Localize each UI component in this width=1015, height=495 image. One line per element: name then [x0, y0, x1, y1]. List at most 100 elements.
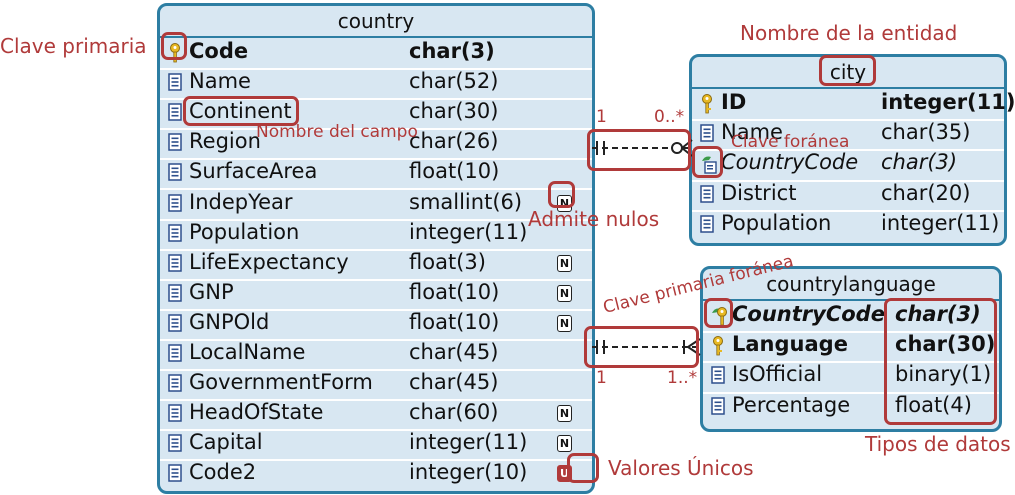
field-type: float(10): [409, 279, 500, 304]
field-name: Name: [721, 120, 783, 145]
table-row[interactable]: GNP float(10) N: [160, 279, 592, 311]
field-type: integer(11): [881, 90, 1015, 114]
field-name: Continent: [189, 99, 292, 124]
entity-title: countrylanguage: [703, 269, 999, 301]
table-row[interactable]: GNPOld float(10) N: [160, 309, 592, 341]
field-name: LocalName: [189, 340, 306, 364]
entity-title: country: [160, 6, 592, 38]
nullable-badge: N: [557, 405, 572, 423]
field-type: char(60): [409, 400, 499, 425]
field-type: integer(10): [409, 460, 528, 485]
field-icon: [711, 366, 725, 385]
annotation-foreign-key: Clave foránea: [731, 132, 850, 152]
cardinality-to-city: 0..*: [654, 107, 685, 127]
highlight-entity-name: [819, 55, 876, 86]
field-name: GNPOld: [189, 309, 270, 334]
field-icon: [168, 73, 182, 91]
table-row[interactable]: ID integer(11): [692, 89, 1015, 122]
highlight-primary-foreign-key: [704, 298, 733, 328]
field-icon: [168, 163, 182, 182]
primary-key-icon: [711, 336, 725, 356]
field-type: char(52): [409, 69, 499, 94]
annotation-data-types: Tipos de datos: [865, 432, 1011, 456]
table-row[interactable]: Language char(30): [703, 331, 999, 364]
field-name: Region: [189, 129, 261, 154]
nullable-badge: N: [557, 254, 572, 272]
nullable-badge: N: [557, 314, 572, 332]
entity-city[interactable]: city ID integer(11) Name char(35) CountryCod…: [689, 54, 1015, 246]
field-icon: [168, 284, 182, 302]
field-type: char(3): [881, 150, 958, 175]
annotation-nullable: Admite nulos: [528, 207, 660, 231]
cardinality-to-countrylanguage: 1..*: [667, 368, 698, 388]
field-name: GovernmentForm: [189, 370, 373, 395]
nullable-badge: N: [557, 435, 572, 453]
field-name: GNP: [189, 279, 234, 304]
table-row[interactable]: Code char(3): [160, 38, 592, 71]
field-type: integer(11): [409, 430, 528, 455]
field-type: float(3): [409, 249, 486, 274]
field-type: char(3): [409, 39, 495, 63]
field-name: CountryCode: [732, 302, 885, 326]
annotation-entity-name: Nombre de la entidad: [740, 21, 958, 45]
highlight-foreign-key: [692, 146, 723, 178]
field-type: char(45): [409, 340, 499, 364]
annotation-unique-values: Valores Únicos: [608, 456, 754, 480]
field-icon: [168, 103, 182, 121]
table-row[interactable]: Name char(52): [160, 68, 592, 101]
field-type: char(45): [409, 370, 499, 395]
field-icon: [700, 215, 714, 233]
field-name: Population: [721, 210, 832, 235]
field-icon: [168, 464, 182, 483]
field-type: smallint(6): [409, 189, 523, 214]
field-type: float(4): [895, 392, 972, 417]
table-row[interactable]: Name char(35): [692, 119, 1004, 152]
field-name: IndepYear: [189, 189, 293, 214]
field-type: char(26): [409, 129, 499, 154]
cardinality-from-countrylanguage: 1: [596, 368, 607, 388]
field-icon: [700, 184, 714, 203]
primary-key-icon: [700, 94, 714, 114]
field-name: Language: [732, 332, 848, 357]
table-row[interactable]: Region char(26): [160, 128, 592, 161]
field-type: float(10): [409, 309, 500, 334]
table-row[interactable]: LocalName char(45): [160, 339, 592, 372]
primary-foreign-key-icon: [711, 306, 727, 326]
entity-title: city: [692, 57, 1004, 89]
field-name: ID: [721, 90, 747, 114]
field-icon: [168, 374, 182, 392]
field-type: char(30): [409, 99, 499, 124]
table-row[interactable]: Capital integer(11) N: [160, 429, 592, 462]
field-name: Code2: [189, 460, 257, 485]
highlight-field-name: [183, 96, 299, 126]
field-icon: [711, 396, 725, 415]
field-name: District: [721, 180, 797, 205]
nullable-badge: N: [557, 284, 572, 302]
field-name: Name: [189, 69, 251, 94]
field-icon: [168, 404, 182, 422]
field-name: IsOfficial: [732, 362, 823, 387]
field-type: char(30): [895, 332, 996, 357]
table-row[interactable]: GovernmentForm char(45): [160, 369, 592, 402]
table-row[interactable]: Continent char(30): [160, 98, 592, 131]
field-icon: [168, 133, 182, 152]
field-icon: [168, 193, 182, 212]
field-type: char(35): [881, 120, 971, 145]
field-icon: [168, 314, 182, 332]
highlight-relation-countrylanguage: [584, 326, 699, 368]
field-name: Capital: [189, 430, 263, 455]
field-name: Code: [189, 39, 249, 63]
entity-country[interactable]: country Code char(3) Name char(52) Continent…: [157, 3, 595, 494]
